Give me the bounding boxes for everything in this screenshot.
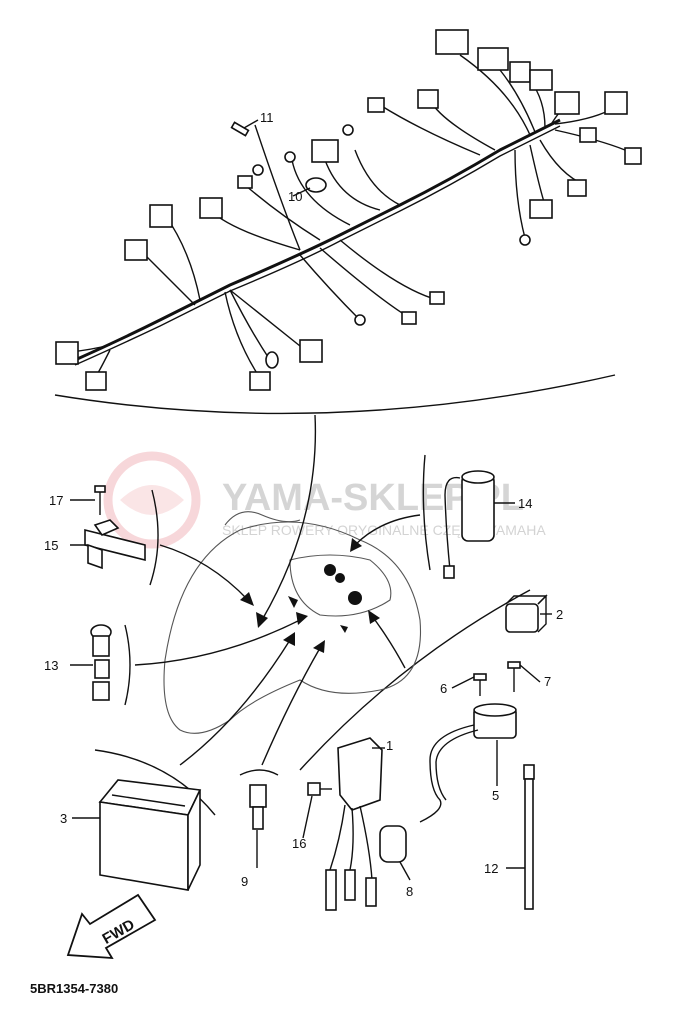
callout-10: 10 [288, 189, 302, 204]
battery-part [98, 779, 202, 891]
harness-connectors [55, 29, 642, 391]
diagram-code: 5BR1354-7380 [30, 981, 118, 996]
watermark-logo-icon [103, 451, 201, 549]
grip-warmer-part [443, 470, 495, 579]
callout-9: 9 [241, 874, 248, 889]
sensor-part [249, 784, 267, 830]
callout-15: 15 [44, 538, 58, 553]
callout-17: 17 [49, 493, 63, 508]
screw-6-part [473, 673, 487, 696]
divider-lower-right [299, 589, 531, 771]
divider-arc-14 [422, 454, 431, 571]
fuse-part [230, 121, 250, 137]
motorcycle-outline [163, 511, 422, 734]
callout-leaders [70, 119, 552, 881]
screw-7-part [507, 661, 521, 692]
divider-arc-9 [239, 769, 279, 776]
plug-cap-part [379, 825, 407, 863]
divider-arc-left-upper [149, 489, 159, 586]
callout-11: 11 [260, 110, 274, 125]
callout-12: 12 [484, 861, 498, 876]
callout-7: 7 [544, 674, 551, 689]
callout-13: 13 [44, 658, 58, 673]
callout-1: 1 [386, 738, 393, 753]
resistor-bracket-part [84, 519, 146, 570]
forward-arrow-icon [66, 893, 157, 960]
callout-3: 3 [60, 811, 67, 826]
divider-upper [54, 374, 616, 415]
callout-16: 16 [292, 836, 306, 851]
forward-arrow: FWD [66, 893, 157, 960]
callout-8: 8 [406, 884, 413, 899]
divider-arc-left-lower [124, 624, 131, 706]
ignition-coil-part [419, 703, 517, 823]
cdi-unit-part [325, 737, 383, 911]
callout-2: 2 [556, 607, 563, 622]
relay-part [505, 594, 548, 633]
divider-arc-3 [94, 749, 216, 816]
callout-14: 14 [518, 496, 532, 511]
bolt-16-part [307, 782, 332, 796]
fuse-holder-part [90, 624, 112, 701]
callout-6: 6 [440, 681, 447, 696]
location-arrows [134, 414, 421, 766]
callout-5: 5 [492, 788, 499, 803]
cable-tie-part [523, 764, 535, 910]
callout-labels: 1 2 3 5 6 7 8 9 10 11 12 13 14 15 16 17 [44, 110, 563, 899]
screw-17-part [94, 485, 106, 515]
